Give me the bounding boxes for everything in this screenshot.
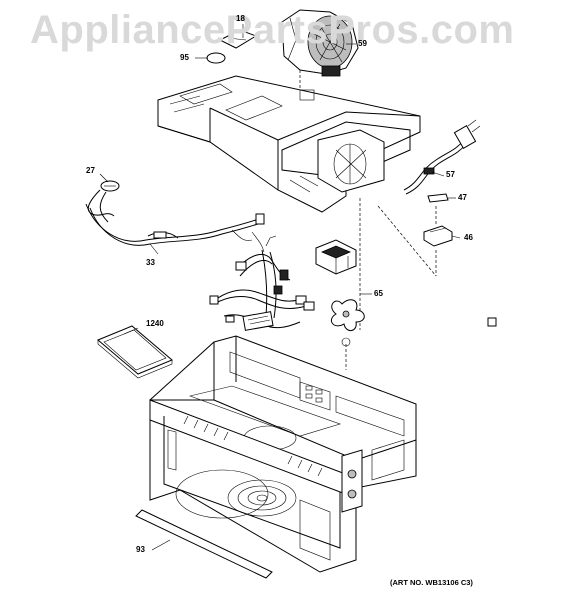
door-switch-47 [427,193,449,203]
callout-47: 47 [458,193,467,202]
callout-95: 95 [180,53,189,62]
watermark: AppliancePartsPros.com [30,8,515,52]
art-number: (ART NO. WB13106 C3) [390,578,473,587]
power-cord-57 [403,119,481,195]
callout-65: 65 [374,289,383,298]
callout-27: 27 [86,166,95,175]
callout-46: 46 [464,233,473,242]
fan-motor-65 [315,239,357,275]
thermal-cutout-27 [87,180,120,223]
callout-59: 59 [358,39,367,48]
callout-57: 57 [446,170,455,179]
callout-33: 33 [146,258,155,267]
lamp-95 [206,52,226,64]
oven-cavity [149,335,417,573]
callout-18: 18 [236,14,245,23]
leader-lines [99,24,461,551]
fan-blade-65 [331,299,365,347]
charcoal-filter-1240 [97,325,173,379]
callout-1240: 1240 [146,319,164,328]
main-wire-harness [209,231,497,331]
door-trim-93 [135,509,273,579]
switch-holder-46 [423,225,453,247]
fan-motor-assembly [281,9,359,77]
thermal-cutout-18 [218,29,258,49]
callout-93: 93 [136,545,145,554]
vent-slots [183,415,323,477]
upper-chassis [157,75,421,213]
wire-harness-33 [85,203,265,246]
